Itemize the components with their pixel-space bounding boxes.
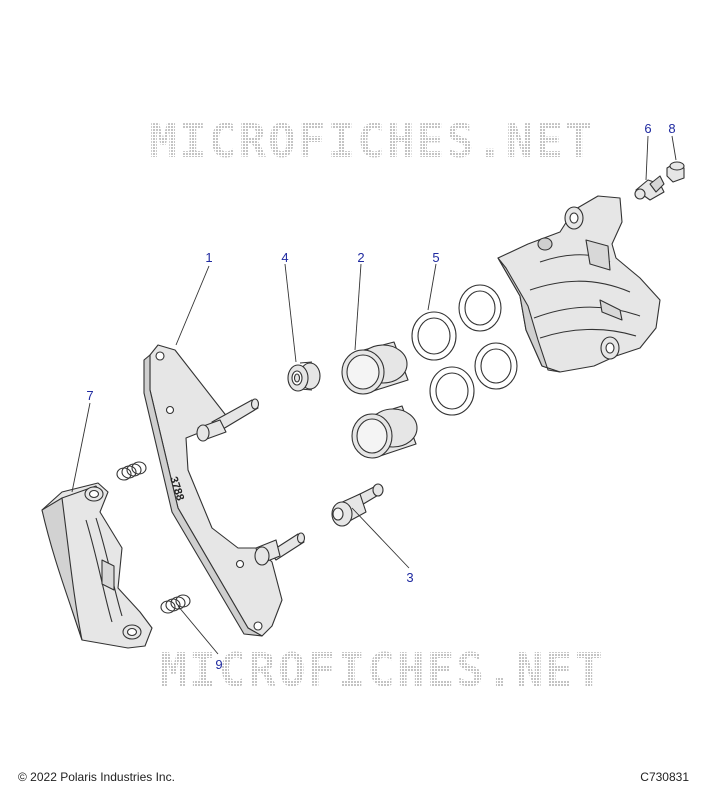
seal-ring-1 xyxy=(411,311,457,361)
leader-lines xyxy=(71,135,677,655)
figure-code: C730831 xyxy=(640,770,689,784)
piston-boot xyxy=(287,361,321,392)
copyright-notice: © 2022 Polaris Industries Inc. xyxy=(18,770,175,784)
pad-spring-upper xyxy=(116,461,147,481)
slide-pin-bolt xyxy=(331,483,384,527)
callout-4: 4 xyxy=(281,250,288,265)
callout-3: 3 xyxy=(406,570,413,585)
caliper-bracket xyxy=(143,344,306,637)
piston-upper xyxy=(341,341,409,395)
callout-7: 7 xyxy=(86,388,93,403)
callout-6: 6 xyxy=(644,121,651,136)
callout-8: 8 xyxy=(668,121,675,136)
pad-spring-lower xyxy=(160,594,191,614)
callout-9: 9 xyxy=(215,657,222,672)
bleeder-screw xyxy=(634,175,665,201)
watermark-top: MICROFICHES.NET xyxy=(149,114,594,168)
brake-pad xyxy=(41,482,153,649)
seal-ring-2 xyxy=(458,284,502,332)
callout-2: 2 xyxy=(357,250,364,265)
piston-lower xyxy=(351,405,418,459)
seal-ring-4 xyxy=(474,342,518,390)
caliper-housing xyxy=(497,195,661,373)
watermark-bottom: MICROFICHES.NET xyxy=(159,643,604,697)
bleeder-cap xyxy=(666,161,685,183)
callout-1: 1 xyxy=(205,250,212,265)
seal-ring-3 xyxy=(429,366,475,416)
callout-5: 5 xyxy=(432,250,439,265)
